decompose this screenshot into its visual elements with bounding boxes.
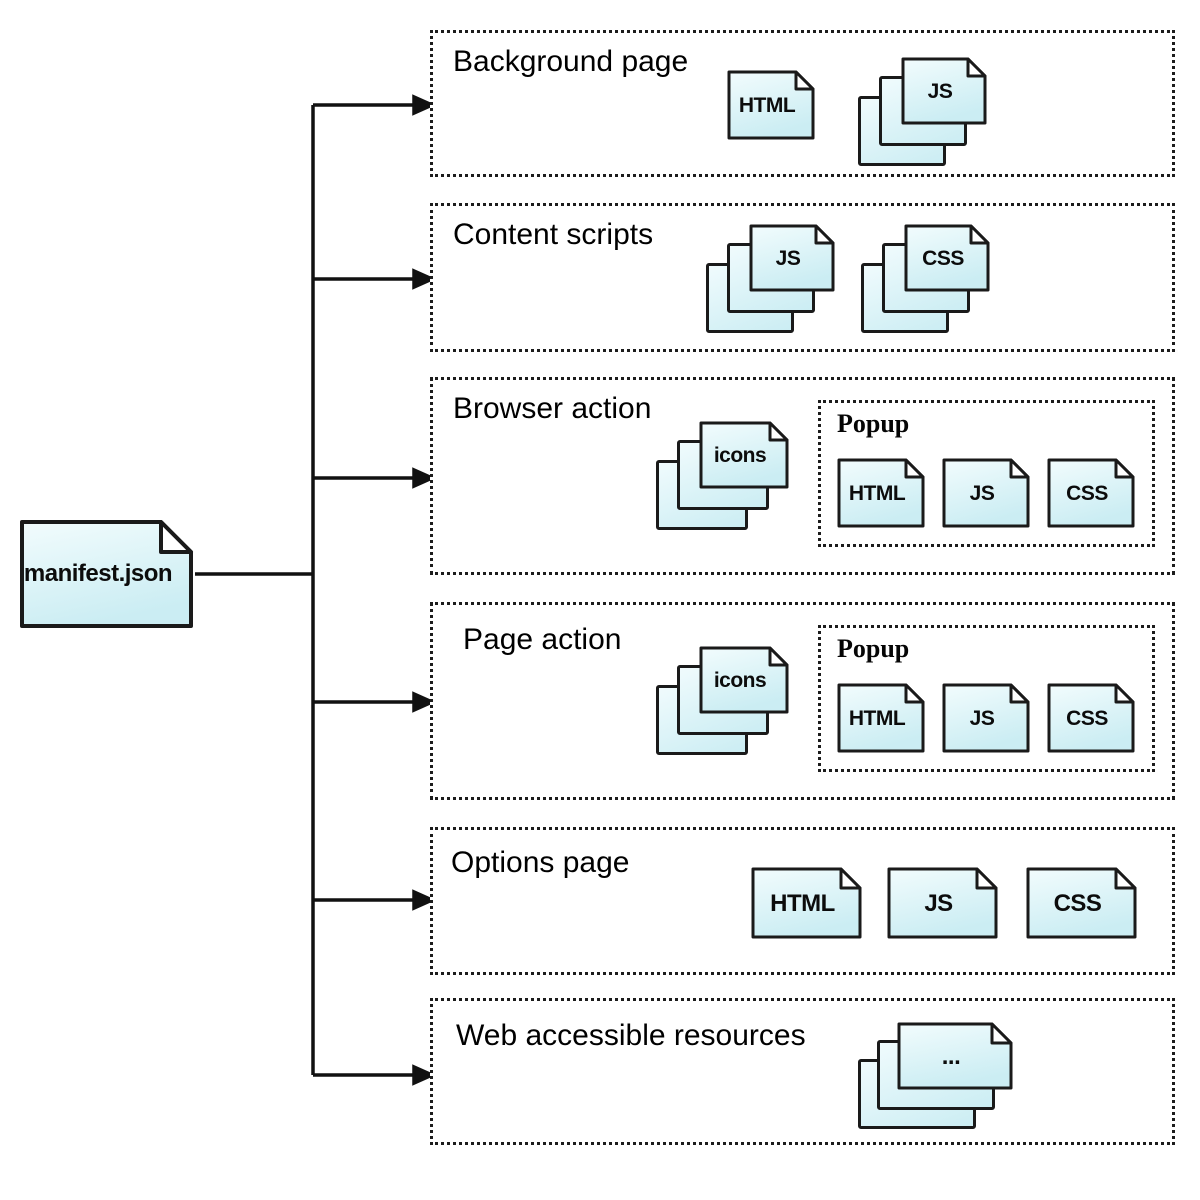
- file-stack-icons: icons: [656, 645, 790, 755]
- file-label: CSS: [1053, 890, 1102, 917]
- folded-corner: [1009, 683, 1030, 704]
- folded-corner: [1114, 458, 1135, 479]
- file-icon-css: CSS: [1046, 457, 1136, 529]
- popup-title: Popup: [837, 634, 910, 663]
- file-icon-html: HTML: [750, 866, 863, 940]
- section-browser-action: Browser action icons Popup HTML JS CSS: [430, 377, 1175, 575]
- file-icon-js: JS: [941, 682, 1031, 754]
- file-icon-css: CSS: [1046, 682, 1136, 754]
- folded-corner: [794, 70, 815, 91]
- folded-corner: [904, 683, 925, 704]
- file-icon-js: JS: [941, 457, 1031, 529]
- file-icon-html: HTML: [726, 69, 816, 141]
- section-content-scripts: Content scripts JS CSS: [430, 203, 1175, 352]
- folded-corner: [966, 57, 987, 78]
- section-title: Web accessible resources: [456, 1019, 806, 1052]
- section-title: Browser action: [453, 392, 652, 425]
- folded-corner: [768, 646, 789, 667]
- popup-title: Popup: [837, 409, 910, 438]
- section-page-action: Page action icons Popup HTML JS CSS: [430, 602, 1175, 800]
- file-label: CSS: [1066, 707, 1108, 730]
- folded-corner: [768, 421, 789, 442]
- file-icon-icons: icons: [698, 645, 790, 715]
- file-label: icons: [713, 669, 767, 692]
- file-icon-icons: icons: [698, 420, 790, 490]
- file-icon-js: JS: [886, 866, 999, 940]
- file-label: JS: [775, 247, 801, 270]
- popup-box: Popup HTML JS CSS: [818, 625, 1155, 772]
- section-options-page: Options page HTML JS CSS: [430, 827, 1175, 975]
- folded-corner: [814, 224, 835, 245]
- file-label: JS: [969, 482, 995, 505]
- folded-corner: [1114, 683, 1135, 704]
- section-title: Page action: [463, 623, 622, 656]
- popup-box: Popup HTML JS CSS: [818, 400, 1155, 547]
- file-icon-css: CSS: [903, 223, 991, 293]
- file-label: icons: [713, 444, 767, 467]
- manifest-file: manifest.json: [18, 518, 195, 630]
- document-icon: [20, 520, 193, 628]
- folded-corner: [975, 867, 998, 890]
- folded-corner: [969, 224, 990, 245]
- folded-corner: [159, 520, 193, 554]
- file-icon-html: HTML: [836, 457, 926, 529]
- section-title: Options page: [451, 846, 630, 879]
- file-icon-css: CSS: [1025, 866, 1138, 940]
- file-icon-js: JS: [900, 56, 988, 126]
- file-stack-js: JS: [858, 56, 988, 166]
- file-label: CSS: [922, 247, 964, 270]
- section-title: Background page: [453, 45, 689, 78]
- file-stack-icons: icons: [656, 420, 790, 530]
- folded-corner: [904, 458, 925, 479]
- folded-corner: [1009, 458, 1030, 479]
- folded-corner: [1114, 867, 1137, 890]
- section-background-page: Background page HTML JS: [430, 30, 1175, 177]
- section-web-accessible-resources: Web accessible resources ...: [430, 998, 1175, 1145]
- file-label: JS: [927, 80, 953, 103]
- file-stack-css: CSS: [861, 223, 991, 333]
- section-title: Content scripts: [453, 218, 654, 251]
- file-label: CSS: [1066, 482, 1108, 505]
- file-label: HTML: [738, 94, 796, 117]
- file-label: ...: [941, 1043, 961, 1070]
- file-label: HTML: [848, 482, 906, 505]
- manifest-label: manifest.json: [23, 560, 173, 587]
- file-label: HTML: [770, 890, 835, 917]
- file-label: JS: [969, 707, 995, 730]
- file-icon-html: HTML: [836, 682, 926, 754]
- file-label: HTML: [848, 707, 906, 730]
- file-stack-resources: ...: [858, 1021, 1014, 1129]
- file-stack-js: JS: [706, 223, 836, 333]
- file-icon-resources: ...: [896, 1021, 1014, 1091]
- file-icon-js: JS: [748, 223, 836, 293]
- file-label: JS: [924, 890, 953, 917]
- folded-corner: [990, 1022, 1013, 1045]
- folded-corner: [839, 867, 862, 890]
